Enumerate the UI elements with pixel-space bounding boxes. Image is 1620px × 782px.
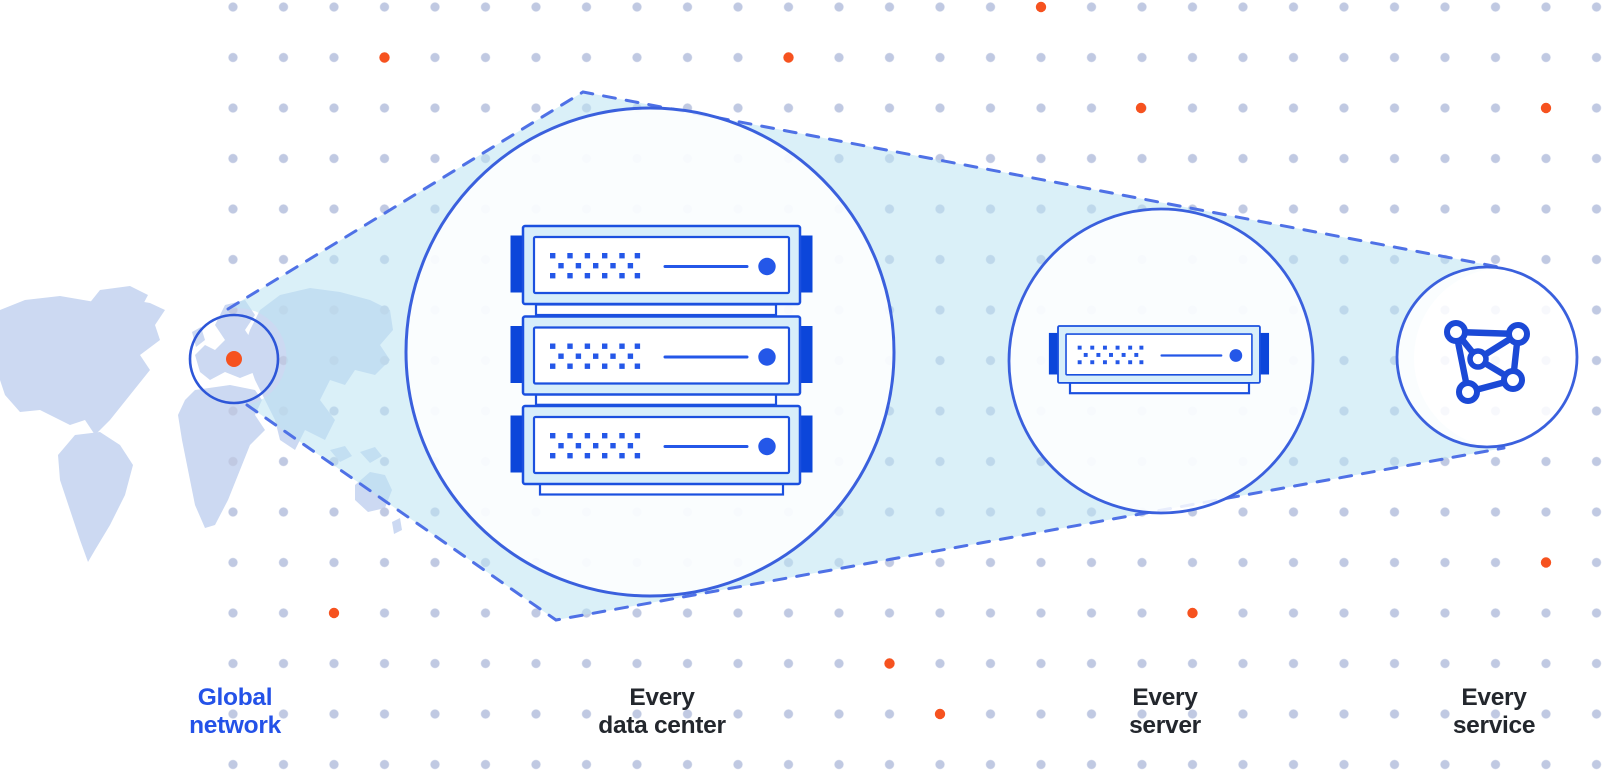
accent-dot xyxy=(934,708,946,720)
label-line: network xyxy=(189,712,281,739)
accent-dot xyxy=(783,52,794,63)
label-line: data center xyxy=(598,712,726,739)
accent-dot xyxy=(1540,102,1552,114)
network-mesh-icon xyxy=(1444,320,1530,404)
server-unit xyxy=(509,315,814,396)
accent-dot xyxy=(1035,1,1047,13)
server-rack-icon xyxy=(509,224,814,496)
label-line: server xyxy=(1129,712,1201,739)
accent-dot xyxy=(379,52,390,63)
label-every-server: Every server xyxy=(1055,684,1275,740)
label-line: Every xyxy=(1132,684,1198,711)
accent-dot xyxy=(1540,557,1552,568)
accent-dot xyxy=(328,607,340,619)
server-unit xyxy=(1047,324,1271,384)
label-line: Global xyxy=(197,684,273,711)
accent-dot xyxy=(1187,607,1198,619)
label-line: Every xyxy=(629,684,695,711)
server-icon xyxy=(1047,324,1271,395)
accent-dot xyxy=(884,658,895,669)
label-every-service: Every service xyxy=(1384,684,1604,740)
server-unit xyxy=(509,224,814,306)
label-every-data-center: Every data center xyxy=(552,684,772,740)
accent-dot xyxy=(1135,102,1147,114)
global-network-circle xyxy=(188,313,280,405)
label-line: Every xyxy=(1461,684,1527,711)
server-unit xyxy=(509,404,814,486)
cone-dashed-line-upper xyxy=(226,90,1506,311)
accent-dot xyxy=(226,351,242,367)
accent-dots xyxy=(226,1,1552,720)
label-line: service xyxy=(1452,712,1536,739)
label-global-network: Global network xyxy=(125,684,345,740)
